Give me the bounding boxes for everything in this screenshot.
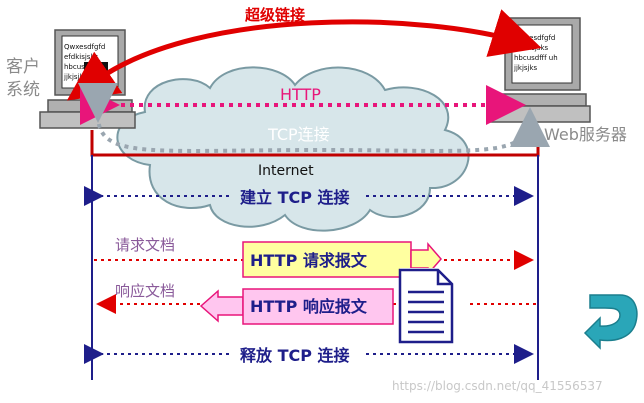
client-screen-line-3: hbcusd.dfff [64, 63, 104, 71]
release-label: 释放 TCP 连接 [240, 346, 350, 365]
client-screen-line-1: Qwxesdfgfd [64, 43, 105, 51]
watermark: https://blog.csdn.net/qq_41556537 [392, 379, 603, 393]
tcp-connection-label: TCP连接 [267, 125, 330, 144]
establish-label: 建立 TCP 连接 [240, 188, 350, 207]
server-screen-line-3: hbcusdfff uh [514, 54, 558, 62]
client-screen-line-4: jjkjsjks [63, 73, 88, 81]
client-label-line1: 客户 [6, 57, 40, 77]
hyperlink-arrow [66, 9, 542, 101]
http-label: HTTP [280, 85, 321, 104]
client-screen-line-2: efdkisjsks [64, 53, 99, 61]
http-request-box [242, 241, 442, 278]
http-response-text: HTTP 响应报文 [250, 297, 368, 316]
client-label-line2: 系统 [6, 80, 40, 100]
http-response-box [199, 288, 394, 325]
tcp-connection-line [77, 82, 550, 153]
hyperlink-title: 超级链接 [244, 6, 305, 24]
request-doc-label: 请求文档 [115, 236, 175, 254]
server-screen-line-4: jjkjsjks [513, 64, 538, 72]
response-doc-label: 响应文档 [115, 282, 175, 300]
server-label: Web服务器 [544, 125, 627, 144]
http-request-text: HTTP 请求报文 [250, 251, 368, 270]
document-icon [398, 268, 468, 344]
return-arrow-icon [583, 294, 638, 350]
internet-label: Internet [258, 163, 314, 179]
